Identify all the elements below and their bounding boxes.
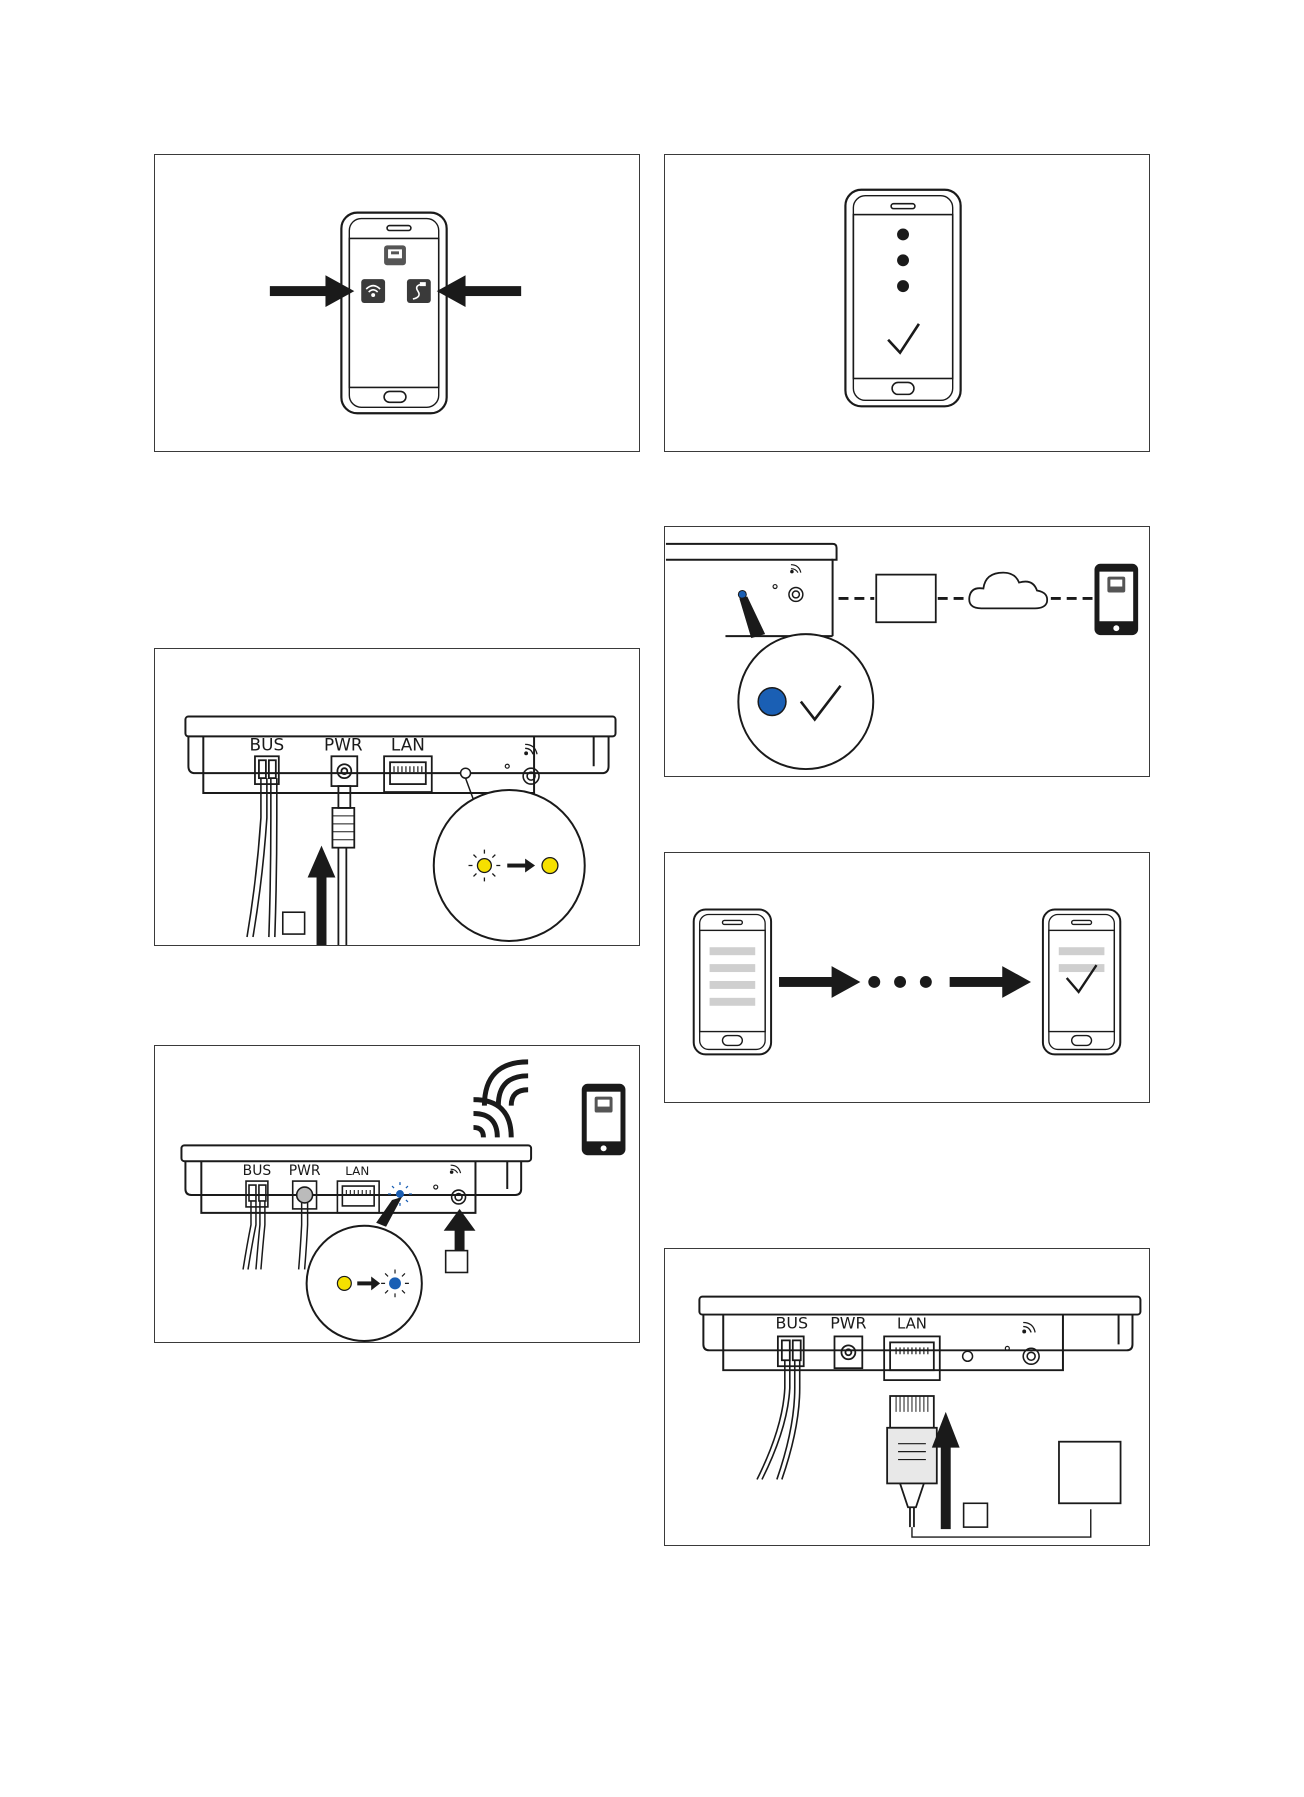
screen-text-line: [710, 981, 756, 989]
smartphone-icon: [582, 1084, 626, 1156]
gateway-device: [181, 1145, 531, 1213]
app-setup-flow-figure: [665, 853, 1149, 1102]
wifi-icon: [525, 744, 537, 754]
panel-connect-power: BUS PWR LAN: [154, 648, 640, 946]
arrow-icon: [308, 846, 336, 945]
status-led: [461, 768, 471, 778]
power-plug: [332, 786, 354, 945]
port-label-pwr: PWR: [289, 1163, 321, 1179]
gateway-app-icon: [1107, 577, 1125, 593]
wifi-icon: [791, 565, 801, 573]
port-label-lan: LAN: [897, 1314, 927, 1332]
progress-dot: [897, 254, 909, 266]
wifi-icon: [450, 1165, 460, 1173]
lan-port: [884, 1336, 940, 1380]
port-label-bus: BUS: [243, 1163, 272, 1179]
wps-button[interactable]: [523, 768, 539, 784]
step-number-box: [964, 1503, 988, 1527]
router-icon: [1059, 1442, 1121, 1504]
connect-lan-figure: BUS PWR LAN: [665, 1249, 1149, 1545]
screen-text-line: [1059, 947, 1105, 955]
smartphone-icon: [1094, 564, 1138, 635]
reset-hole: [773, 585, 777, 589]
screen-text-line: [710, 964, 756, 972]
port-label-lan: LAN: [391, 734, 425, 754]
wifi-icon: [1023, 1323, 1035, 1333]
reset-hole: [505, 764, 509, 768]
progress-dot: [894, 976, 906, 988]
connect-power-figure: BUS PWR LAN: [155, 649, 639, 945]
led-steady-yellow: [337, 1276, 351, 1290]
panel-cloud-connected: [664, 526, 1150, 777]
step-number-box: [446, 1251, 468, 1273]
lan-port: [337, 1181, 379, 1213]
arrow-icon: [444, 1209, 476, 1251]
arrow-icon: [950, 966, 1031, 998]
cloud-connected-figure: [665, 527, 1149, 776]
panel-app-progress-complete: [664, 154, 1150, 452]
screen-text-line: [710, 998, 756, 1006]
checkmark-icon: [888, 324, 919, 353]
lan-plug: [887, 1396, 937, 1527]
app-progress-complete-figure: [665, 155, 1149, 451]
wifi-signal-waves: [473, 1062, 528, 1137]
progress-dot: [897, 229, 909, 241]
cable-option-button[interactable]: [407, 279, 431, 303]
port-label-pwr: PWR: [324, 734, 363, 754]
arrow-icon: [779, 966, 860, 998]
led-steady-blue: [758, 688, 786, 716]
app-choose-connection-figure: [155, 155, 639, 451]
wifi-option-button[interactable]: [361, 279, 385, 303]
pwr-port: [834, 1336, 862, 1368]
led-zoom-callout: [307, 1226, 422, 1341]
progress-dot: [868, 976, 880, 988]
cloud-icon: [969, 573, 1047, 609]
pwr-port: [331, 756, 357, 786]
bus-cable: [757, 1360, 800, 1479]
pwr-port: [293, 1181, 317, 1209]
panel-app-choose-connection: [154, 154, 640, 452]
wps-button[interactable]: [452, 1190, 466, 1204]
reset-hole: [1005, 1346, 1009, 1350]
smartphone-icon: [1043, 910, 1120, 1055]
smartphone-icon: [845, 190, 960, 407]
gateway-device: [185, 717, 615, 793]
step-number-box: [283, 912, 305, 934]
gateway-device: [699, 1297, 1140, 1371]
bus-cable: [243, 1201, 265, 1270]
progress-dot: [897, 280, 909, 292]
port-label-bus: BUS: [250, 734, 285, 754]
panel-connect-lan: BUS PWR LAN: [664, 1248, 1150, 1546]
arrow-icon: [437, 275, 521, 307]
status-led: [963, 1351, 973, 1361]
bus-cable: [247, 778, 277, 937]
smartphone-icon: [341, 213, 446, 414]
port-label-bus: BUS: [775, 1313, 808, 1332]
gateway-app-icon: [595, 1097, 613, 1113]
wps-button[interactable]: [789, 588, 803, 602]
led-steady-yellow: [542, 858, 558, 874]
panel-wps-pairing: BUS PWR LAN: [154, 1045, 640, 1343]
port-label-pwr: PWR: [830, 1313, 866, 1332]
port-label-lan: LAN: [345, 1164, 369, 1178]
led-zoom-callout: [738, 634, 873, 769]
progress-dot: [920, 976, 932, 988]
screen-text-line: [710, 947, 756, 955]
wps-pairing-figure: BUS PWR LAN: [155, 1046, 639, 1342]
panel-app-setup-flow: [664, 852, 1150, 1103]
gateway-app-icon: [384, 245, 406, 265]
router-icon: [876, 575, 936, 623]
reset-hole: [434, 1185, 438, 1189]
screen-text-line: [1059, 964, 1105, 972]
led-zoom-callout: [434, 790, 585, 941]
